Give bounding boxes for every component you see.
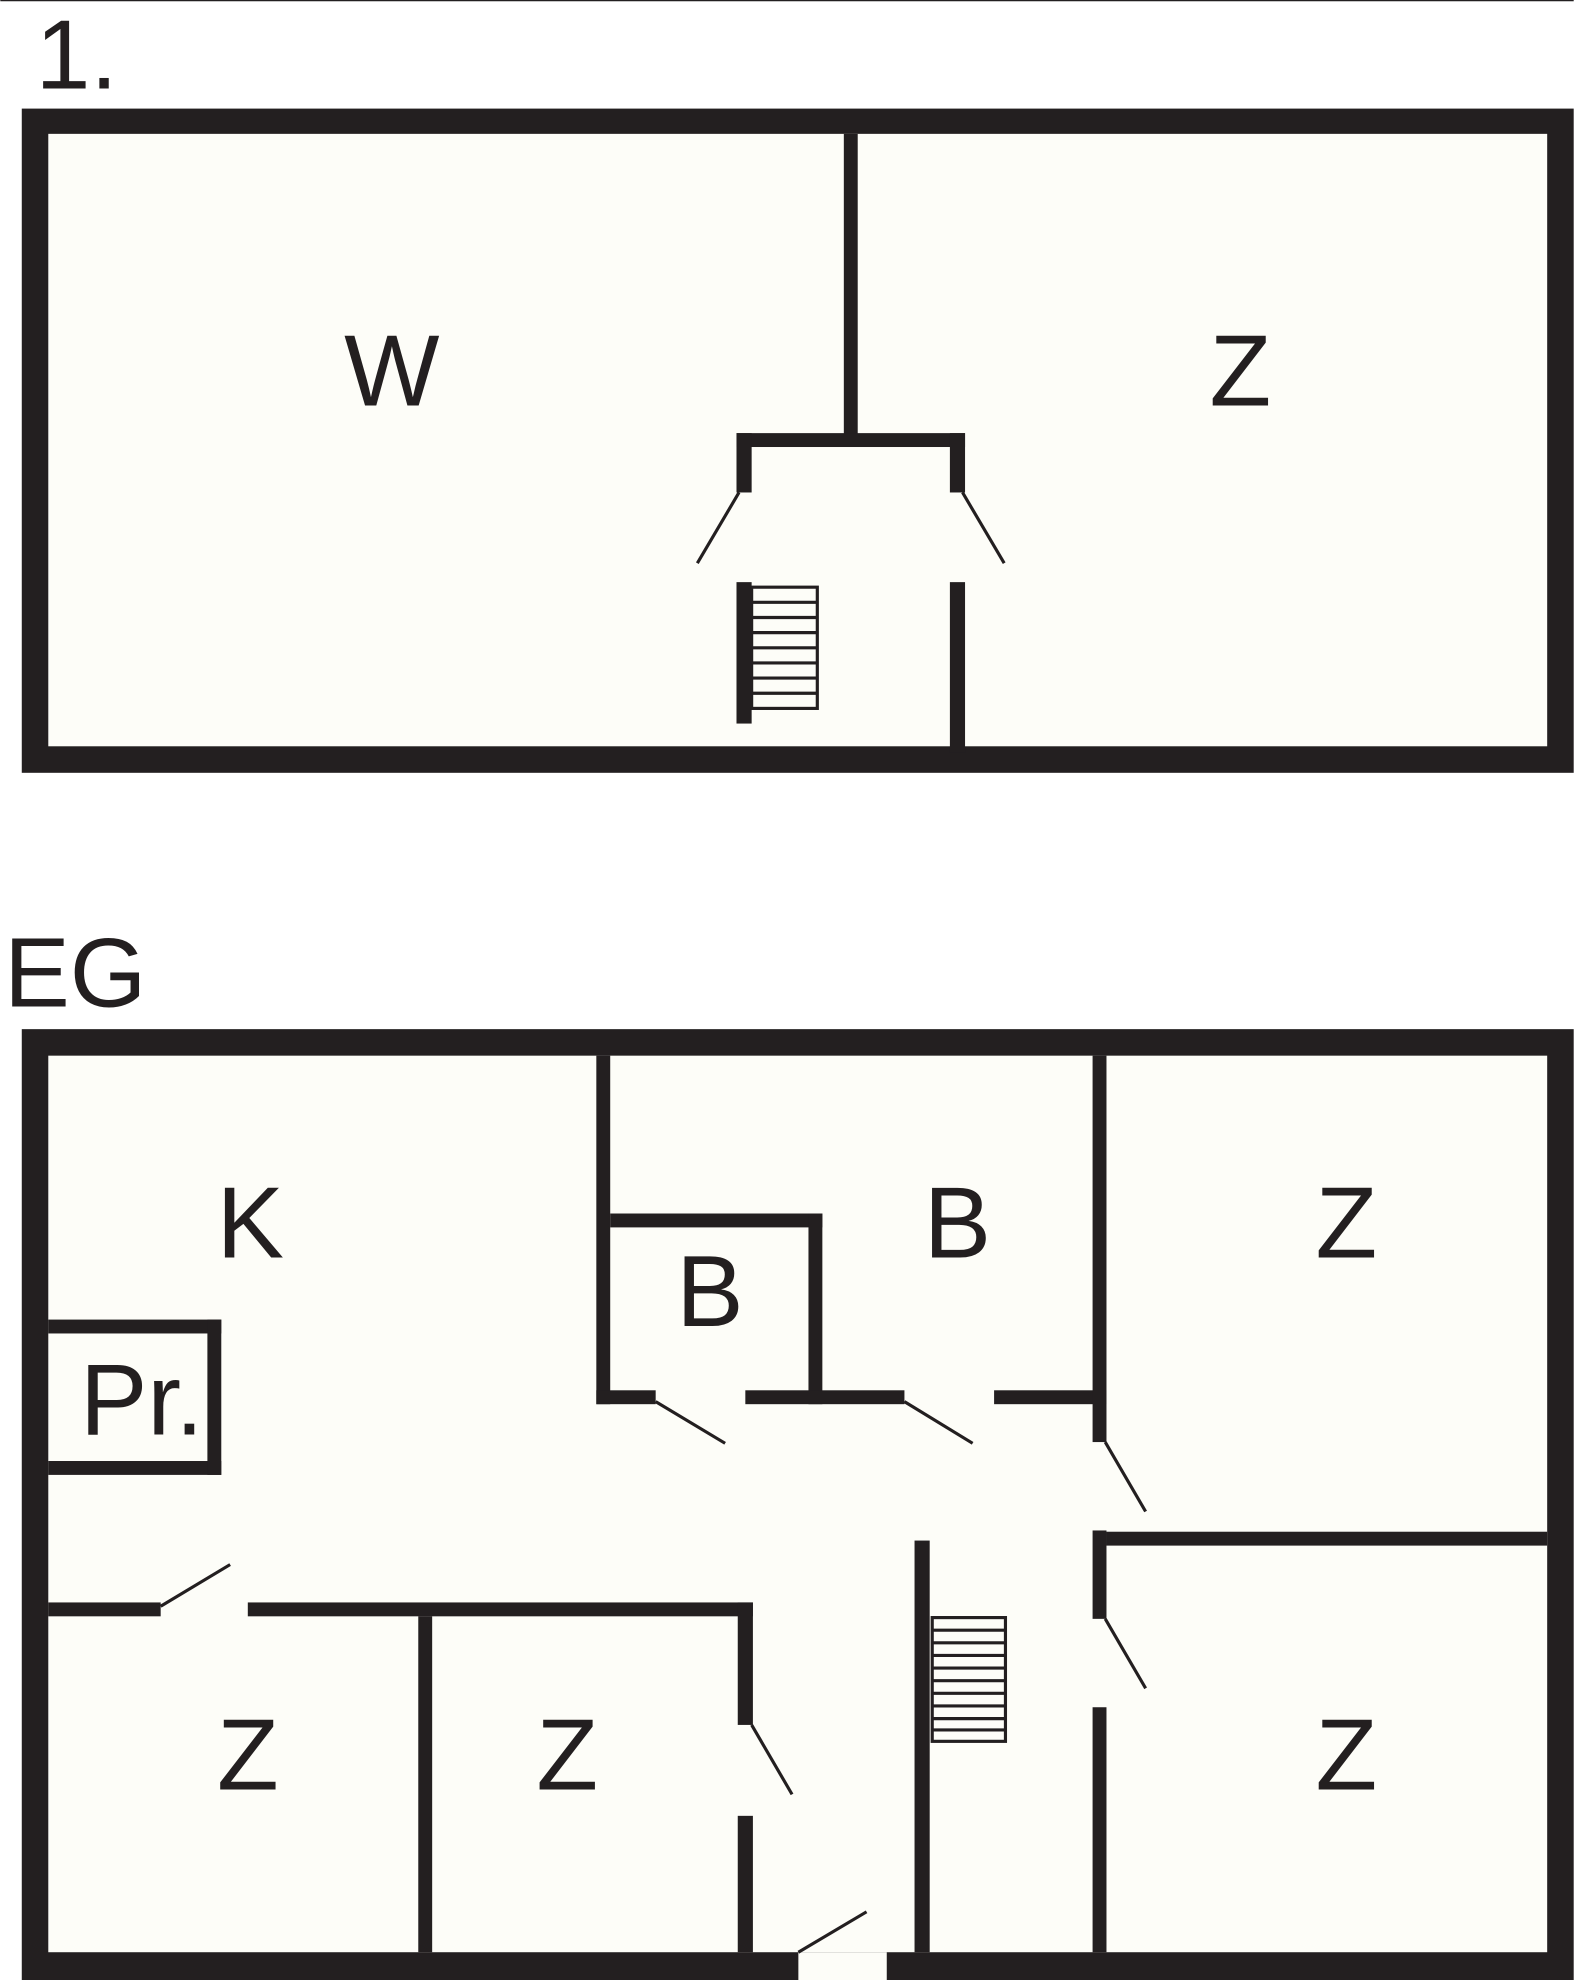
interior-wall: [1106, 1531, 1548, 1546]
room-label-w: W: [344, 315, 439, 427]
door-swing: [654, 1400, 726, 1445]
interior-wall: [596, 1390, 656, 1405]
interior-wall: [1092, 1055, 1107, 1443]
pantry-wall: [48, 1461, 222, 1475]
room-label-z-bottom-left: Z: [217, 1699, 279, 1811]
staircase: [750, 585, 819, 710]
interior-wall: [914, 1540, 930, 1953]
room-label-z-bottom-right: Z: [1316, 1699, 1378, 1811]
room-label-z-bottom-mid: Z: [536, 1699, 598, 1811]
interior-wall: [247, 1602, 753, 1617]
door-swing: [159, 1563, 231, 1608]
interior-wall: [48, 1602, 161, 1617]
interior-wall: [418, 1616, 433, 1953]
interior-wall: [1092, 1707, 1107, 1953]
top-border: [0, 0, 1574, 2]
floor-label-upper: 1.: [36, 0, 118, 109]
pantry-wall: [207, 1319, 222, 1475]
door-swing: [1103, 1441, 1147, 1513]
room-label-z: Z: [1209, 315, 1271, 427]
entrance-gap: [798, 1952, 887, 1980]
interior-wall: [949, 433, 966, 493]
door-swing: [903, 1400, 974, 1445]
interior-wall: [745, 1390, 905, 1405]
interior-wall: [737, 1815, 753, 1953]
room-label-b-large: B: [924, 1168, 991, 1280]
interior-wall: [736, 582, 752, 724]
door-swing: [750, 1724, 794, 1796]
room-label-pr: Pr.: [80, 1344, 204, 1456]
interior-wall: [843, 133, 858, 446]
staircase: [930, 1616, 1008, 1743]
upper-floor-plan: 1. W Z: [21, 0, 1574, 773]
door-swing: [1103, 1618, 1147, 1690]
door-swing: [695, 491, 741, 564]
floor-label-ground: EG: [4, 917, 146, 1027]
interior-wall: [596, 1055, 611, 1405]
interior-wall: [736, 433, 752, 493]
floor-area: [48, 1055, 1548, 1953]
interior-wall: [1092, 1530, 1107, 1619]
interior-wall: [610, 1213, 823, 1228]
ground-floor-plan: EG: [4, 917, 1574, 1980]
entrance-door-swing: [797, 1910, 868, 1954]
room-label-b-small: B: [676, 1236, 743, 1348]
room-label-k: K: [217, 1168, 284, 1280]
interior-wall: [737, 1602, 753, 1725]
room-label-z-top-right: Z: [1316, 1168, 1378, 1280]
interior-wall: [949, 582, 966, 753]
pantry-wall: [48, 1319, 222, 1334]
interior-wall: [808, 1213, 823, 1405]
door-swing: [961, 491, 1006, 564]
interior-wall: [994, 1390, 1107, 1405]
interior-wall: [736, 433, 966, 448]
